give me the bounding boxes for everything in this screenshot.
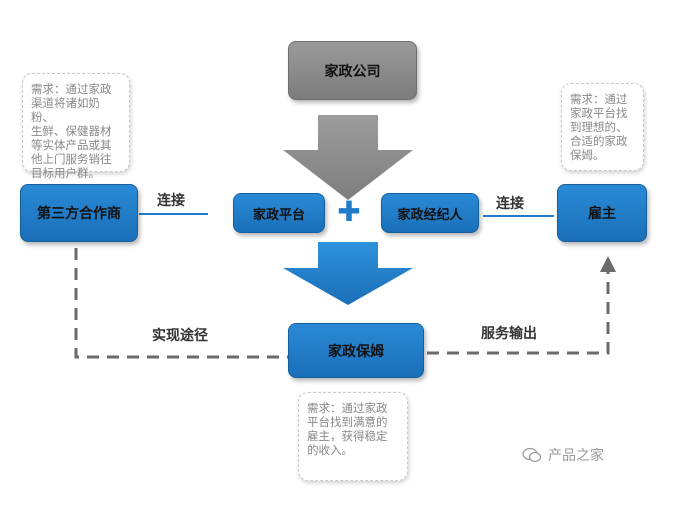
label-service-output: 服务输出 [481,326,537,342]
down-arrow-gray [283,115,413,200]
node-platform: 家政平台 [233,193,325,233]
realize-dashed-path [74,248,290,359]
node-employer: 雇主 [557,184,647,242]
node-nanny: 家政保姆 [288,323,424,378]
down-arrow-blue [283,242,413,305]
watermark-text: 产品之家 [548,448,604,464]
watermark: 产品之家 [522,445,604,465]
arrowhead-up [600,256,616,272]
nanny-need-note: 需求：通过家政 平台找到满意的 雇主，获得稳定 的收入。 [298,392,408,481]
partner-need-note: 需求：通过家政 渠道将诸如奶粉、 生鲜、保健器材 等实体产品或其 他上门服务销往… [22,73,130,180]
plus-icon: ✚ [337,195,361,228]
employer-need-note: 需求：通过 家政平台找 到理想的、 合适的家政 保姆。 [561,83,644,171]
node-partner: 第三方合作商 [20,184,138,242]
service-dashed-path [427,270,610,355]
label-right-connect: 连接 [496,196,524,212]
label-left-connect: 连接 [157,193,185,209]
node-company: 家政公司 [288,41,417,100]
node-agent: 家政经纪人 [381,193,479,233]
wechat-icon [522,447,542,463]
label-realize: 实现途径 [152,328,208,344]
